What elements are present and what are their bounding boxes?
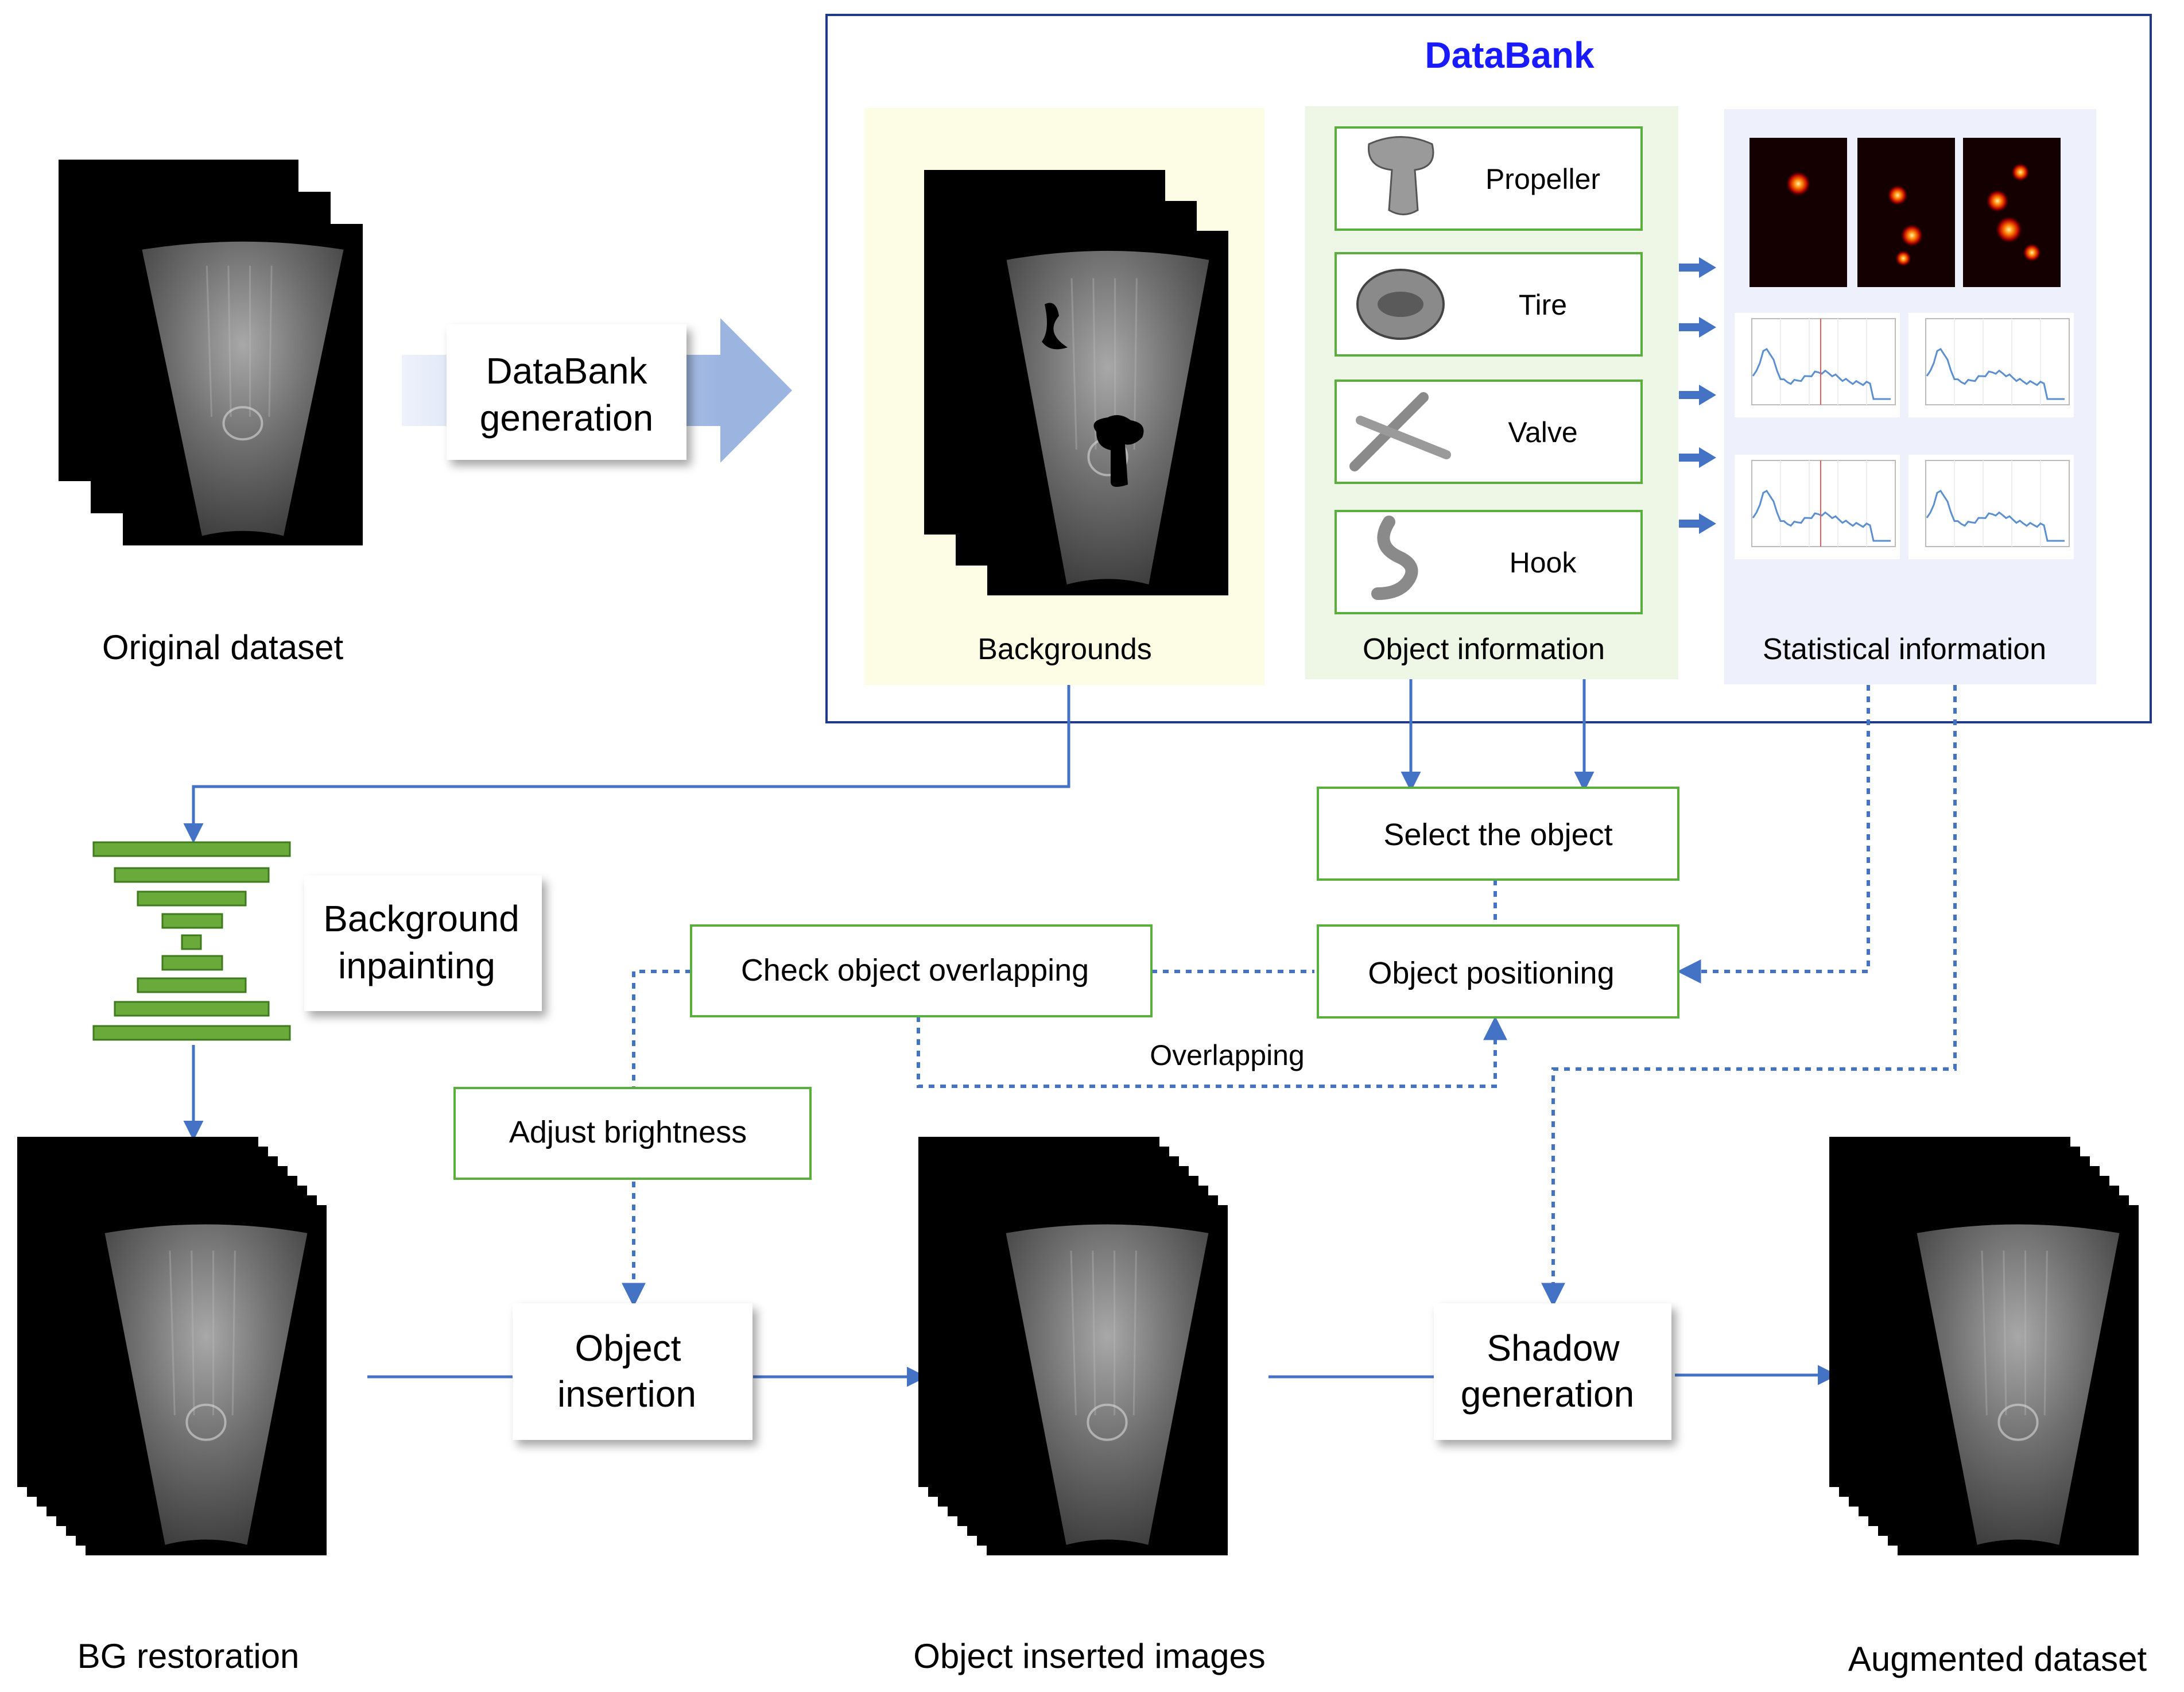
select-object-text: Select the object — [1383, 818, 1612, 852]
object-card-tire: Tire — [1335, 252, 1643, 357]
network-layer-1 — [92, 841, 291, 857]
dotted-connectors — [622, 685, 1957, 1307]
augmented-frame-8 — [1898, 1205, 2139, 1555]
object-insertion-text-2: insertion — [557, 1373, 696, 1415]
check-overlapping-box: Check object overlapping — [690, 924, 1153, 1017]
line-plot-thumbnail-4 — [1908, 455, 2074, 559]
arrow-backgrounds-to-inpainting — [183, 685, 1070, 843]
bg-restoration-frame-8 — [86, 1205, 327, 1555]
network-layer-7 — [137, 977, 247, 993]
object-card-propeller: Propeller — [1335, 126, 1643, 231]
object-card-valve-label: Valve — [1508, 416, 1577, 448]
object-insertion-text-1: Object — [575, 1327, 681, 1369]
network-layer-5 — [181, 934, 202, 950]
background-inpainting-text-2: inpainting — [338, 945, 495, 986]
sonar-fan — [1006, 1224, 1209, 1545]
object-positioning-text: Object positioning — [1368, 956, 1614, 990]
databank-generation-text-2: generation — [480, 397, 653, 439]
shadow-generation-text-2: generation — [1461, 1373, 1634, 1415]
line-plot-thumbnail-3 — [1735, 455, 1900, 559]
dotted-stats-to-positioning — [1677, 685, 1870, 984]
object-card-propeller-label: Propeller — [1485, 163, 1600, 195]
databank-panel: DataBank Backgrounds PropellerTireValveH… — [825, 14, 2152, 723]
backgrounds-image-stack — [924, 170, 1228, 595]
object-positioning-box: Object positioning — [1317, 924, 1679, 1019]
line-plot-thumbnail-2 — [1908, 313, 2074, 417]
background-inpainting-text-1: Background — [323, 898, 519, 939]
flow-connectors — [183, 679, 1838, 1387]
network-layer-8 — [114, 1001, 270, 1017]
dotted-overlapping-loop — [917, 1016, 1507, 1088]
sonar-fan — [1917, 1224, 2120, 1545]
select-object-box: Select the object — [1317, 787, 1679, 881]
object-to-stats-arrow-2 — [1679, 317, 1716, 338]
network-layer-6 — [161, 955, 223, 971]
check-overlapping-text: Check object overlapping — [741, 953, 1089, 988]
inpainting-network-icon — [92, 841, 291, 1041]
adjust-brightness-box: Adjust brightness — [453, 1087, 812, 1180]
object-to-stats-arrow-3 — [1679, 385, 1716, 405]
overlapping-label: Overlapping — [1150, 1039, 1305, 1071]
heatmap-thumbnail-3 — [1963, 138, 2061, 287]
background-inpainting-box — [304, 876, 542, 1011]
background-frame-3 — [987, 231, 1228, 595]
hook-icon — [1371, 516, 1418, 600]
object-to-stats-arrow-4 — [1679, 447, 1716, 468]
sonar-fan — [104, 1224, 308, 1545]
object-insertion-box — [513, 1303, 752, 1440]
statistical-information-label: Statistical information — [1763, 633, 2046, 666]
object-to-stats-arrows — [1679, 257, 1716, 534]
object-card-hook-label: Hook — [1510, 547, 1577, 579]
network-layer-2 — [114, 867, 270, 883]
databank-title: DataBank — [1425, 34, 1595, 76]
object-inserted-images-caption: Object inserted images — [913, 1637, 1266, 1675]
network-layer-3 — [137, 890, 247, 907]
line-plot-thumbnail-1 — [1735, 313, 1900, 417]
augmented-dataset-stack — [1829, 1137, 2139, 1555]
object-card-valve: Valve — [1335, 380, 1643, 484]
bg-restoration-caption: BG restoration — [77, 1637, 300, 1675]
backgrounds-label: Backgrounds — [977, 633, 1152, 666]
tire-icon — [1356, 269, 1445, 340]
sonar-fan — [142, 241, 344, 536]
object-inserted-frame-8 — [987, 1205, 1228, 1555]
object-card-tire-label: Tire — [1519, 289, 1567, 321]
object-card-hook: Hook — [1335, 510, 1643, 614]
mask-propeller — [1093, 415, 1144, 487]
dotted-check-to-brightness — [632, 970, 691, 1088]
original-dataset-frame-3 — [123, 224, 363, 545]
augmented-dataset-caption: Augmented dataset — [1848, 1640, 2147, 1678]
shadow-generation-box — [1434, 1303, 1671, 1440]
object-to-stats-arrow-1 — [1679, 257, 1716, 278]
network-layer-9 — [92, 1025, 291, 1041]
mask-hook — [1042, 303, 1068, 350]
statistics-thumbnails — [1735, 138, 2074, 559]
bg-restoration-stack — [17, 1137, 327, 1555]
original-dataset-stack — [59, 160, 363, 545]
heatmap-thumbnail-2 — [1857, 138, 1955, 287]
object-information-label: Object information — [1363, 633, 1605, 666]
databank-generation-text-1: DataBank — [486, 350, 647, 392]
adjust-brightness-text: Adjust brightness — [509, 1115, 747, 1149]
network-layer-4 — [161, 913, 223, 929]
shadow-generation-text-1: Shadow — [1487, 1327, 1620, 1369]
original-dataset-caption: Original dataset — [102, 628, 344, 667]
heatmap-thumbnail-1 — [1749, 138, 1847, 287]
valve-icon — [1349, 392, 1451, 471]
object-to-stats-arrow-5 — [1679, 513, 1716, 534]
propeller-icon — [1368, 136, 1434, 215]
object-inserted-stack — [918, 1137, 1228, 1555]
databank-generation-box — [447, 324, 686, 460]
